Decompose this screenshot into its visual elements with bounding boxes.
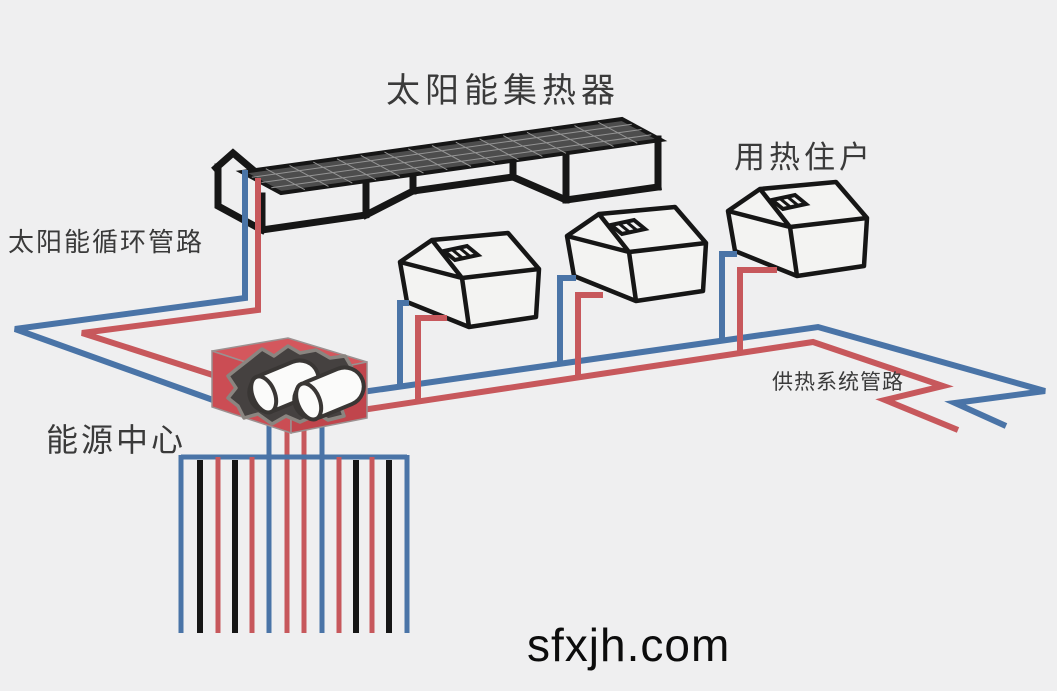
house-3	[728, 182, 867, 276]
house-2	[567, 207, 706, 301]
house1-return-drop	[397, 300, 409, 389]
house2-return-drop	[557, 275, 576, 366]
watermark: sfxjh.com	[527, 619, 731, 671]
heating-system-pipe-label: 供热系统管路	[772, 371, 904, 394]
main-return-pipe	[361, 323, 1046, 429]
main-supply-pipe	[361, 338, 960, 433]
solar-collector-label: 太阳能集热器	[386, 72, 620, 110]
collector-grid	[251, 121, 652, 191]
house2-supply-drop	[575, 292, 603, 379]
heat-tank-2	[292, 365, 366, 422]
energy-center-box	[211, 337, 368, 435]
borehole-field	[178, 415, 410, 633]
solar-loop-pipes	[13, 170, 261, 403]
solar-loop-supply-pipe	[81, 178, 261, 380]
house3-return-drop	[719, 251, 737, 342]
house1-supply-drop	[415, 315, 447, 404]
households-label: 用热住户	[734, 140, 874, 175]
solar-collector-panel	[235, 116, 668, 196]
house-service-pipes	[397, 251, 777, 404]
solar-loop-pipe-label: 太阳能循环管路	[8, 227, 205, 257]
energy-center-label: 能源中心	[46, 422, 187, 458]
solar-loop-return-pipe	[13, 170, 248, 403]
heating-mains	[361, 323, 1046, 433]
house-1	[400, 233, 539, 327]
house3-supply-drop	[737, 267, 777, 354]
